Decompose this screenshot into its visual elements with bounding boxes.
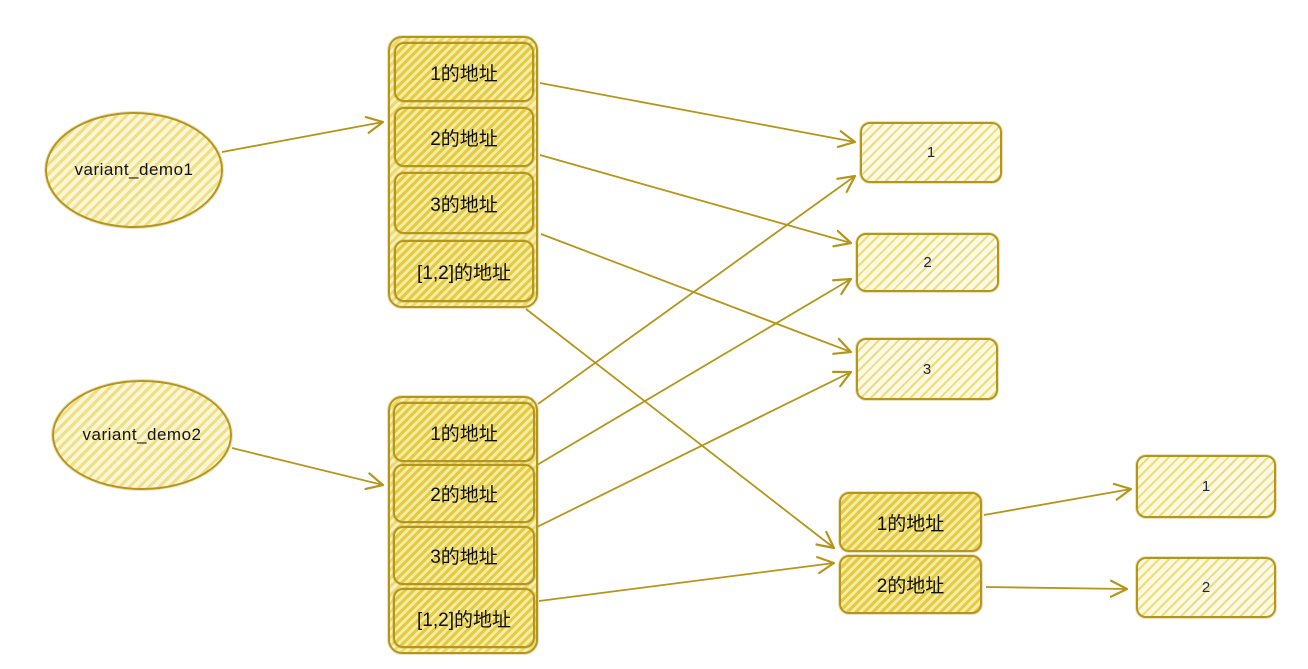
arrow-top-stack-row-3-to-mid-box-3: [540, 233, 853, 355]
arrow-sub-stack-row-2-to-far-box-2: [985, 579, 1129, 598]
variant-demo2-label: variant_demo2: [82, 425, 202, 444]
top-stack-row-2: 2的地址: [394, 107, 534, 167]
top-stack-row-3: 3的地址: [394, 172, 534, 234]
bottom-stack-row-2: 2的地址: [393, 464, 535, 523]
value-label: 3: [922, 360, 932, 378]
value-label: 2: [1201, 579, 1211, 596]
bottom-stack-row-1: 1的地址: [393, 402, 535, 462]
sub-stack-row-2: 2的地址: [839, 555, 982, 614]
address-label: 3的地址: [430, 547, 498, 568]
top-stack-row-1: 1的地址: [394, 42, 534, 102]
address-label: 2的地址: [876, 576, 945, 597]
mid-box-1: 1: [860, 122, 1002, 183]
value-label: 1: [1201, 478, 1211, 495]
arrow-bottom-stack-row-4-to-sub-stack: [538, 556, 836, 602]
arrow-variant-demo2-ellipse-to-bottom-stack: [231, 447, 385, 491]
value-label: 2: [923, 254, 932, 271]
variant-demo1-ellipse: variant_demo1: [45, 112, 223, 228]
arrow-top-stack-row-4-to-sub-stack: [525, 308, 836, 550]
mid-box-2: 2: [856, 233, 999, 292]
far-box-1: 1: [1136, 455, 1276, 518]
arrow-bottom-stack-row-2-to-mid-box-2: [536, 277, 853, 466]
address-label: [1,2]的地址: [417, 609, 511, 631]
address-label: 2的地址: [430, 128, 498, 150]
bottom-stack-row-4: [1,2]的地址: [393, 588, 535, 648]
arrow-sub-stack-row-1-to-far-box-1: [983, 482, 1133, 516]
variant-demo2-ellipse: variant_demo2: [52, 380, 232, 490]
address-label: 1的地址: [430, 63, 498, 85]
arrow-top-stack-row-2-to-mid-box-2: [539, 154, 853, 248]
address-label: 2的地址: [430, 485, 498, 506]
arrow-bottom-stack-row-3-to-mid-box-3: [536, 370, 853, 528]
top-stack-row-4: [1,2]的地址: [394, 240, 534, 302]
arrow-top-stack-row-1-to-mid-box-1: [539, 82, 857, 149]
address-label: 1的地址: [876, 513, 945, 535]
variant-demo1-label: variant_demo1: [74, 160, 194, 179]
address-label: 3的地址: [430, 194, 498, 216]
address-label: [1,2]的地址: [417, 262, 511, 284]
bottom-stack-row-3: 3的地址: [393, 526, 535, 585]
mid-box-3: 3: [856, 338, 998, 400]
address-label: 1的地址: [430, 423, 498, 445]
sub-stack-row-1: 1的地址: [839, 492, 982, 552]
arrow-variant-demo1-ellipse-to-top-stack: [221, 115, 385, 153]
arrow-bottom-stack-row-1-to-mid-box-1: [537, 174, 857, 405]
value-label: 1: [926, 144, 936, 161]
far-box-2: 2: [1136, 557, 1276, 618]
